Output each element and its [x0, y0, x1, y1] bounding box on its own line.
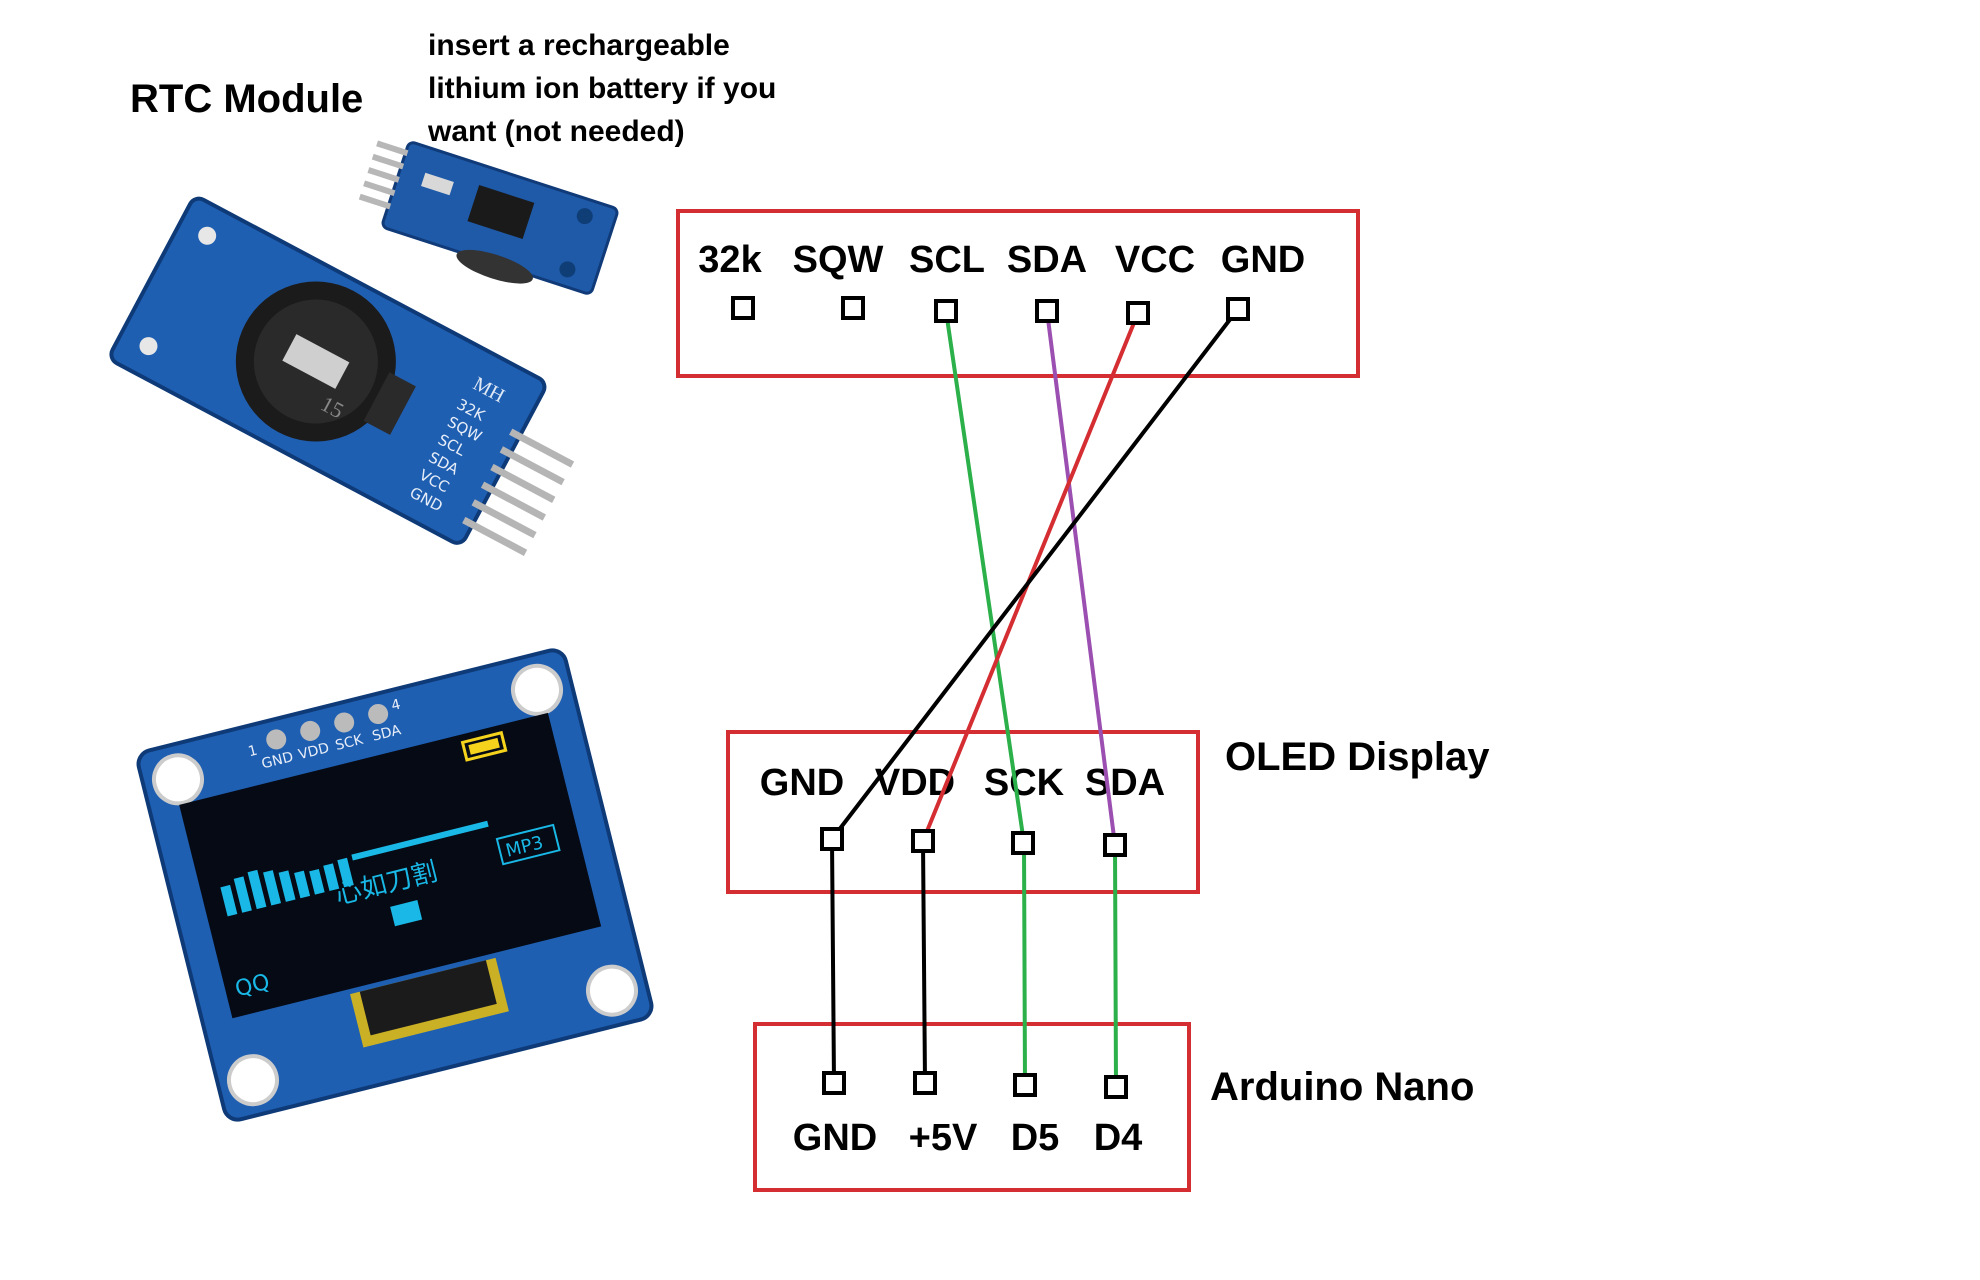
oled-pin-labels: GND VDD SCK SDA [760, 762, 1165, 804]
arduino-nano-title: Arduino Nano [1210, 1065, 1474, 1109]
oled-silk-gnd: GND [260, 749, 295, 772]
oled-pin-vdd [911, 829, 935, 853]
arduino-pin-label-gnd: GND [793, 1117, 877, 1159]
wire-oled-gnd-arduino-gnd [830, 837, 836, 1085]
rtc-pin-labels: 32k SQW SCL SDA VCC GND [698, 239, 1305, 281]
arduino-pin-5v [913, 1071, 937, 1095]
oled-display-title: OLED Display [1225, 735, 1490, 779]
oled-silk-sda: SDA [371, 722, 403, 745]
oled-display-photo: 1 4 GND VDD SCK SDA [136, 648, 654, 1122]
rtc-module-photo: 15 MH 32K SQW SCL SDA VCC GND [109, 140, 619, 556]
battery-note-line-3: want (not needed) [427, 115, 685, 148]
rtc-pin-sda [1035, 299, 1059, 323]
wire-vdd-5v-black [921, 839, 927, 1085]
oled-silk-sck: SCK [334, 732, 366, 754]
rtc-pin-label-sqw: SQW [793, 239, 884, 281]
arduino-pin-label-d5: D5 [1011, 1117, 1060, 1159]
battery-note-line-1: insert a rechargeable [428, 29, 730, 62]
oled-pin-label-sck: SCK [984, 762, 1065, 804]
arduino-pin-d4 [1104, 1075, 1128, 1099]
rtc-pin-label-sda: SDA [1007, 239, 1087, 281]
arduino-pin-label-5v: +5V [909, 1117, 978, 1159]
rtc-pin-sqw [841, 296, 865, 320]
oled-pin-sck [1011, 831, 1035, 855]
arduino-pin-labels: GND +5V D5 D4 [793, 1117, 1143, 1159]
arduino-header-box [753, 1022, 1191, 1192]
arduino-pin-d5 [1013, 1073, 1037, 1097]
oled-silk-vdd: VDD [297, 740, 331, 763]
wire-gnd-black [830, 307, 1240, 841]
wire-sda-d4-green [1113, 843, 1118, 1089]
rtc-pin-label-scl: SCL [909, 239, 985, 281]
oled-pin-label-sda: SDA [1085, 762, 1165, 804]
oled-pin-gnd [820, 827, 844, 851]
oled-pin-number-1: 1 [247, 743, 260, 761]
wire-sda-purple [1045, 309, 1117, 847]
rtc-pin-label-vcc: VCC [1115, 239, 1195, 281]
oled-header-box [726, 730, 1200, 894]
oled-pin-sda [1103, 833, 1127, 857]
rtc-pin-scl [934, 299, 958, 323]
rtc-pin-32k [731, 296, 755, 320]
rtc-header-box [676, 209, 1360, 378]
wires [830, 307, 1240, 1089]
wire-scl-green [944, 309, 1027, 1087]
battery-note-line-2: lithium ion battery if you [428, 72, 776, 105]
rtc-pin-label-32k: 32k [698, 239, 762, 281]
rtc-pin-gnd [1226, 297, 1250, 321]
rtc-pin-vcc [1126, 301, 1150, 325]
oled-pin-number-4: 4 [390, 697, 403, 715]
pin-markers [731, 296, 1250, 1099]
oled-pin-label-gnd: GND [760, 762, 844, 804]
arduino-pin-label-d4: D4 [1094, 1117, 1143, 1159]
rtc-pin-label-gnd: GND [1221, 239, 1305, 281]
arduino-pin-gnd [822, 1071, 846, 1095]
battery-note: insert a rechargeable lithium ion batter… [427, 29, 776, 148]
rtc-module-title: RTC Module [130, 77, 363, 121]
